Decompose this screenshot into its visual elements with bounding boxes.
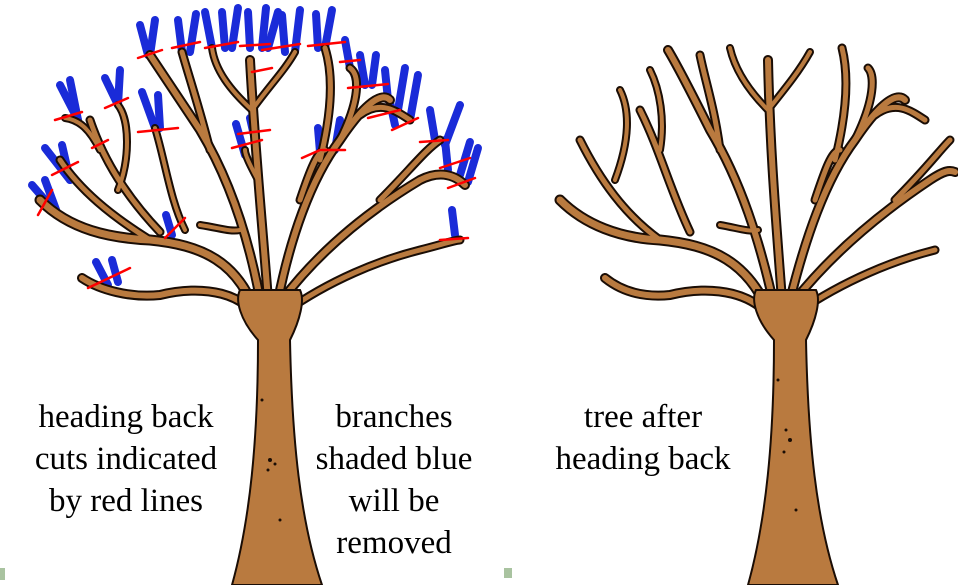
- label-heading-cuts: heading back cuts indicated by red lines: [0, 396, 252, 522]
- label-heading-cuts-line-1: heading back: [0, 396, 252, 438]
- branches-after-fill: [560, 48, 955, 330]
- label-blue-branches-line-4: removed: [296, 522, 492, 564]
- trunk-after: [748, 290, 838, 585]
- label-blue-branches-line-2: shaded blue: [296, 438, 492, 480]
- label-blue-branches-line-3: will be: [296, 480, 492, 522]
- label-after-line-1: tree after: [536, 396, 750, 438]
- tree-after: [560, 48, 955, 585]
- label-heading-cuts-line-2: cuts indicated: [0, 438, 252, 480]
- label-blue-branches-line-1: branches: [296, 396, 492, 438]
- label-heading-cuts-line-3: by red lines: [0, 480, 252, 522]
- label-after-line-2: heading back: [536, 438, 750, 480]
- label-blue-branches: branches shaded blue will be removed: [296, 396, 492, 564]
- label-after: tree after heading back: [536, 396, 750, 480]
- marker-square-right: [504, 568, 512, 578]
- marker-square-left: [0, 568, 5, 580]
